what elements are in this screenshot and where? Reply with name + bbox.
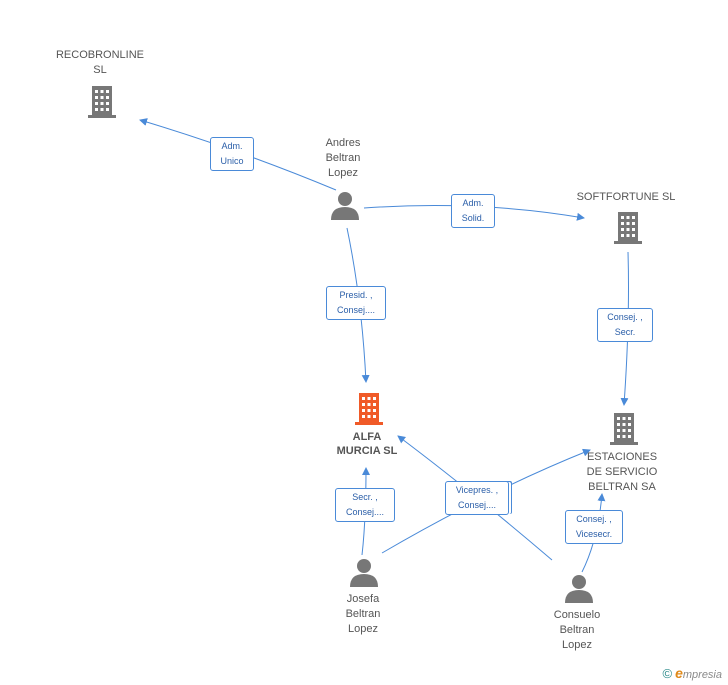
- edge-label-andres-softfortune[interactable]: Adm. Solid.: [451, 194, 495, 228]
- person-icon[interactable]: [349, 557, 379, 587]
- person-icon[interactable]: [330, 190, 360, 220]
- building-icon[interactable]: [608, 411, 640, 445]
- building-icon-main[interactable]: [353, 391, 385, 425]
- building-icon[interactable]: [612, 210, 644, 244]
- building-icon[interactable]: [86, 84, 118, 118]
- node-label-alfa[interactable]: ALFA MURCIA SL: [336, 431, 398, 457]
- edge-label-shared-vicepres[interactable]: Vicepres. , Consej....: [445, 481, 509, 515]
- node-label-recobronline[interactable]: RECOBRONLINE SL: [55, 49, 145, 76]
- node-label-andres[interactable]: Andres Beltran Lopez: [325, 137, 361, 179]
- edge-label-andres-recobronline[interactable]: Adm. Unico: [210, 137, 254, 171]
- edge-label-softfortune-estaciones[interactable]: Consej. , Secr.: [597, 308, 653, 342]
- copyright-symbol: ©: [662, 666, 673, 681]
- node-label-softfortune[interactable]: SOFTFORTUNE SL: [576, 191, 676, 203]
- footer-brand[interactable]: ©empresia: [662, 665, 722, 681]
- node-label-josefa[interactable]: Josefa Beltran Lopez: [345, 593, 381, 635]
- node-label-estaciones[interactable]: ESTACIONES DE SERVICIO BELTRAN SA: [586, 451, 658, 493]
- brand-logo-letter: e: [675, 665, 683, 681]
- edge-label-consuelo-estaciones[interactable]: Consej. , Vicesecr.: [565, 510, 623, 544]
- edge-label-josefa-alfa[interactable]: Secr. , Consej....: [335, 488, 395, 522]
- node-label-consuelo[interactable]: Consuelo Beltran Lopez: [553, 609, 601, 651]
- edge-label-andres-alfa[interactable]: Presid. , Consej....: [326, 286, 386, 320]
- brand-logo-text: mpresia: [682, 669, 722, 681]
- person-icon[interactable]: [564, 573, 594, 603]
